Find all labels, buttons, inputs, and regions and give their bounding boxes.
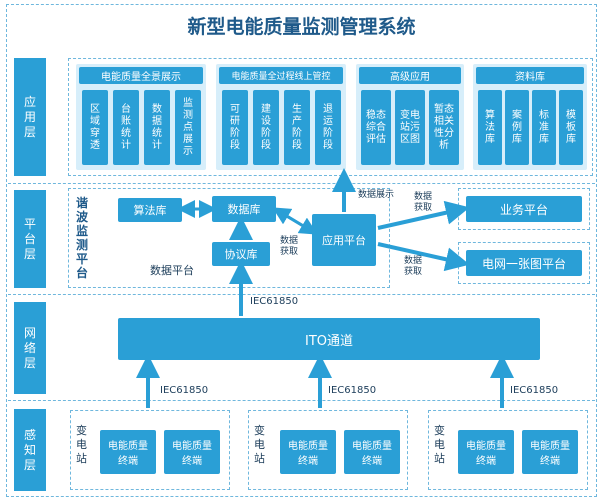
pq-terminal: 电能质量终端: [164, 430, 220, 474]
business-platform-box: 业务平台: [466, 196, 582, 222]
app-item: 监测点展示: [175, 90, 201, 165]
arrow-right-icon: [377, 242, 470, 272]
label-data-get: 数据获取: [280, 236, 299, 257]
pq-terminal: 电能质量终端: [100, 430, 156, 474]
layer-label-platform: 平台层: [14, 190, 46, 288]
app-item: 生产阶段: [284, 90, 310, 165]
app-item: 标准库: [532, 90, 556, 165]
station-name: 变电站: [434, 424, 445, 465]
layer-divider: [8, 294, 595, 295]
protocol-label-top: IEC61850: [250, 296, 299, 307]
layer-divider: [8, 400, 595, 401]
app-group-header: 电能质量全景展示: [79, 67, 203, 84]
station-box: [428, 410, 588, 490]
layer-label-sensing: 感知层: [14, 409, 46, 491]
app-item: 稳态综合评估: [361, 90, 391, 165]
label-data-get: 数据获取: [414, 192, 433, 213]
grid-map-platform-box: 电网一张图平台: [466, 250, 582, 276]
protocol-label: IEC61850: [328, 385, 377, 396]
data-platform-label: 数据平台: [150, 264, 194, 277]
station-name: 变电站: [254, 424, 265, 465]
app-item: 区域穿透: [82, 90, 108, 165]
app-item: 变电站污区图: [395, 90, 425, 165]
protocol-label: IEC61850: [510, 385, 559, 396]
app-group-lifecycle: 电能质量全过程线上管控 可研阶段 建设阶段 生产阶段 退运阶段: [216, 64, 346, 170]
app-group-advanced: 高级应用 稳态综合评估 变电站污区图 暂态相关性分析: [356, 64, 464, 170]
app-item: 数据统计: [144, 90, 170, 165]
app-item: 退运阶段: [315, 90, 341, 165]
outer-frame: [6, 4, 597, 497]
station-box: [248, 410, 408, 490]
label-data-display: 数据展示: [358, 190, 395, 200]
app-layer-box: [68, 58, 593, 176]
app-item: 案例库: [505, 90, 529, 165]
arrow-right-icon: [377, 200, 470, 230]
app-group-header: 资料库: [476, 67, 584, 84]
app-item: 模板库: [559, 90, 583, 165]
diagram-title: 新型电能质量监测管理系统: [187, 16, 416, 38]
pq-terminal: 电能质量终端: [458, 430, 514, 474]
layer-label-app: 应用层: [14, 58, 46, 176]
algo-lib-box: 算法库: [118, 198, 182, 222]
app-group-library: 资料库 算法库 案例库 标准库 模板库: [473, 64, 587, 170]
app-platform-box: 应用平台: [312, 214, 376, 266]
label-data-get: 数据获取: [404, 256, 423, 277]
station-box: [70, 410, 230, 490]
app-item: 可研阶段: [222, 90, 248, 165]
station-name: 变电站: [76, 424, 87, 465]
app-item: 建设阶段: [253, 90, 279, 165]
protocol-label: IEC61850: [160, 385, 209, 396]
pq-terminal: 电能质量终端: [280, 430, 336, 474]
layer-label-network: 网络层: [14, 302, 46, 394]
app-item: 台账统计: [113, 90, 139, 165]
layer-divider: [8, 183, 595, 184]
harmonic-platform-title: 谐波监测平台: [76, 196, 89, 280]
app-item: 算法库: [478, 90, 502, 165]
app-group-panorama: 电能质量全景展示 区域穿透 台账统计 数据统计 监测点展示: [76, 64, 206, 170]
pq-terminal: 电能质量终端: [344, 430, 400, 474]
app-group-header: 高级应用: [359, 67, 461, 84]
ito-channel-box: ITO通道: [118, 318, 540, 360]
pq-terminal: 电能质量终端: [522, 430, 578, 474]
app-item: 暂态相关性分析: [429, 90, 459, 165]
harmonic-platform-box: [68, 188, 390, 288]
app-group-header: 电能质量全过程线上管控: [219, 67, 343, 84]
arrow-right-icon: [279, 210, 318, 235]
